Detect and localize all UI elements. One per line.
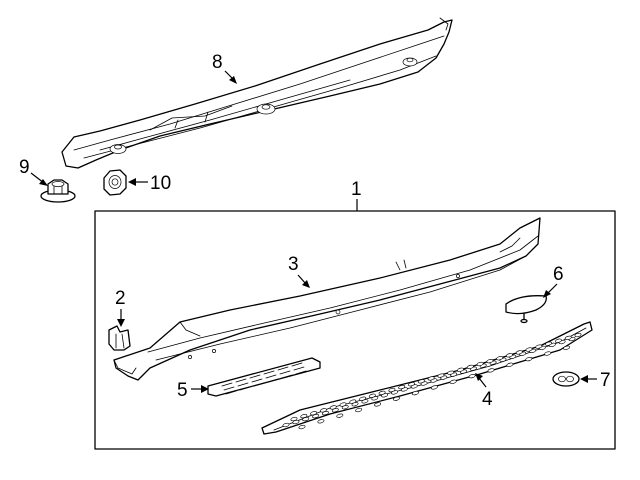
board-slot — [496, 356, 504, 361]
board-slot — [515, 350, 523, 355]
part-3-rocker-molding[interactable] — [113, 217, 541, 381]
board-slot — [437, 373, 445, 378]
board-slot — [336, 413, 344, 418]
board-slot — [374, 402, 382, 407]
board-slot — [525, 347, 533, 352]
callout-10: 10 — [150, 173, 171, 194]
board-slot — [506, 362, 514, 367]
board-slot — [545, 341, 553, 346]
arrowhead-9 — [39, 179, 48, 186]
board-slot — [505, 353, 513, 358]
board-slot — [300, 413, 308, 419]
arrowhead-8 — [229, 76, 237, 84]
board-slot — [378, 390, 386, 396]
board-slot — [449, 379, 457, 384]
board-slot — [355, 407, 363, 413]
board-slot — [290, 416, 298, 422]
board-slot — [393, 396, 400, 401]
arrowhead-10 — [128, 178, 136, 186]
callout-1: 1 — [351, 179, 362, 200]
callout-2: 2 — [115, 288, 126, 309]
arrowhead-7 — [580, 375, 588, 383]
board-slot — [298, 424, 306, 430]
board-slot — [525, 356, 533, 362]
board-slot — [359, 396, 367, 401]
part-8-rocker-cover[interactable] — [61, 17, 453, 169]
board-slot — [486, 358, 494, 364]
part-9-clip[interactable] — [40, 179, 76, 203]
arrowhead-2 — [117, 319, 125, 327]
board-slot — [574, 332, 582, 338]
part-10-nut[interactable] — [103, 169, 127, 196]
board-slot — [554, 338, 562, 343]
board-slot — [535, 344, 543, 349]
part-2-bracket[interactable] — [108, 325, 131, 351]
board-slot — [388, 387, 396, 393]
part-5-step-pad[interactable] — [207, 357, 321, 397]
arrowhead-6 — [543, 290, 551, 298]
board-slot — [317, 419, 325, 424]
board-slot — [466, 364, 474, 370]
board-slot — [329, 405, 337, 410]
board-slot — [427, 376, 435, 381]
board-slot — [411, 390, 419, 396]
part-7-grommet[interactable] — [552, 371, 580, 387]
callout-3: 3 — [288, 254, 299, 275]
part-6-emblem[interactable] — [505, 295, 547, 324]
callout-4: 4 — [482, 389, 493, 410]
board-slot — [563, 345, 571, 350]
callout-8: 8 — [212, 52, 223, 73]
leader-4 — [478, 377, 487, 388]
board-slot — [476, 361, 484, 367]
running-board-holes — [282, 332, 582, 430]
board-slot — [319, 408, 327, 413]
board-slot — [457, 367, 464, 372]
board-slot — [368, 393, 376, 398]
board-slot — [310, 411, 318, 416]
board-slot — [487, 368, 495, 373]
board-slot — [349, 399, 357, 404]
callout-6: 6 — [553, 264, 564, 285]
board-slot — [282, 422, 290, 428]
board-slot — [408, 382, 415, 387]
board-slot — [468, 373, 476, 379]
board-slot — [564, 335, 572, 341]
arrowhead-5 — [201, 385, 209, 393]
board-slot — [430, 385, 438, 390]
board-slot — [398, 384, 406, 390]
board-slot — [339, 402, 347, 407]
board-slot — [417, 379, 425, 384]
callout-7: 7 — [600, 370, 611, 391]
assembly-frame — [94, 210, 616, 450]
callout-5: 5 — [177, 380, 188, 401]
arrowhead-4 — [475, 373, 483, 381]
board-slot — [544, 351, 552, 356]
part-4-running-board[interactable] — [261, 321, 593, 435]
callout-9: 9 — [19, 157, 30, 178]
board-slot — [447, 370, 455, 375]
arrowhead-3 — [302, 280, 310, 288]
